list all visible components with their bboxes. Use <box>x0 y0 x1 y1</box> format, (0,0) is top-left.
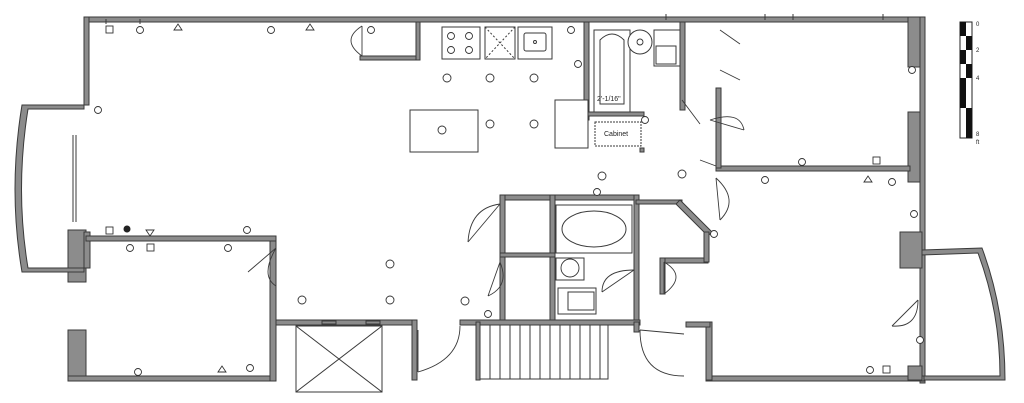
scale-unit: ft <box>976 140 980 146</box>
exterior-walls <box>14 16 1006 384</box>
wall-marks <box>105 14 884 325</box>
bathroom-top: Cabinet 2'-1/16" <box>593 29 681 147</box>
stove <box>441 26 481 60</box>
ceiling-lights <box>297 73 687 306</box>
cabinet-box <box>594 121 642 147</box>
scale-tick-2: 2 <box>976 48 980 54</box>
doors <box>247 25 919 377</box>
counter-box <box>554 99 589 149</box>
interior-walls <box>275 21 911 381</box>
bathroom-center <box>555 204 633 315</box>
scale-bar: 0 2 4 8 ft <box>959 21 980 146</box>
dimension-label: 2'-1/16" <box>597 96 621 103</box>
kitchen <box>409 26 589 153</box>
bathtub <box>593 29 631 113</box>
scale-tick-8: 8 <box>976 132 980 138</box>
scale-tick-0: 0 <box>976 22 980 28</box>
center-tub <box>555 204 633 254</box>
outlets <box>94 23 924 376</box>
cabinet-label: Cabinet <box>604 131 628 138</box>
stair <box>295 324 609 393</box>
scale-tick-4: 4 <box>976 76 980 82</box>
island <box>409 109 479 153</box>
staircase <box>479 324 609 380</box>
